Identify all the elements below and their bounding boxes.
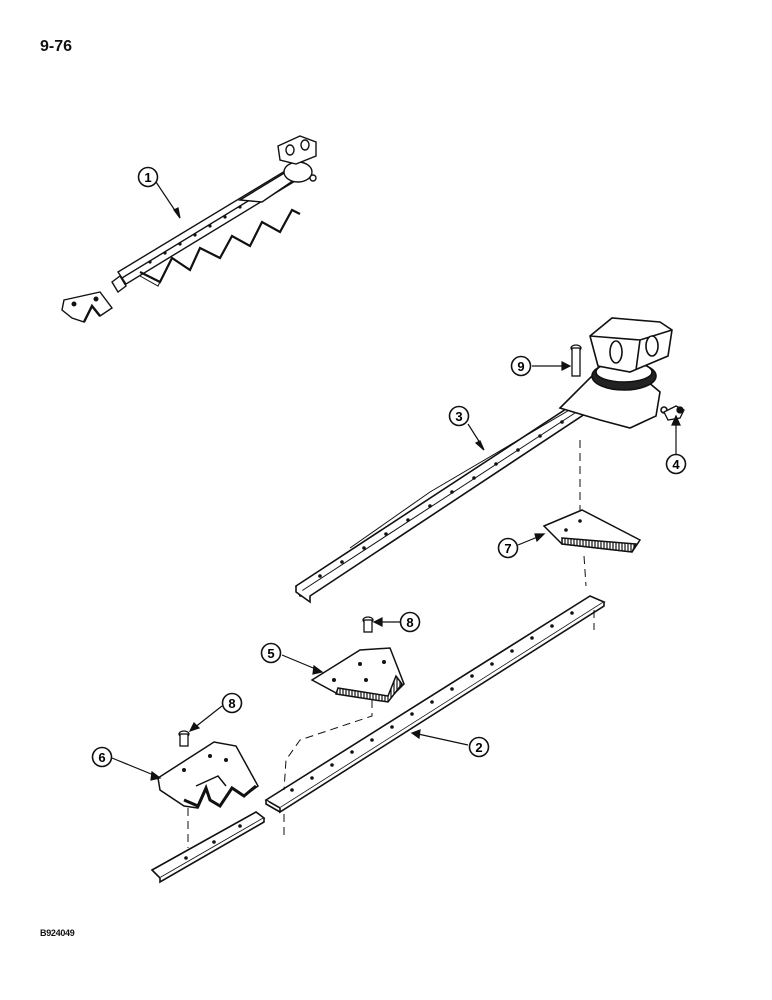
knife-bar-short — [150, 811, 266, 884]
small-knife-section — [61, 291, 114, 323]
callout-5: 5 — [260, 642, 282, 664]
callout-8a: 8 — [399, 611, 421, 633]
alignment-lines — [187, 440, 595, 848]
callout-7: 7 — [497, 537, 519, 559]
callout-leaders — [111, 181, 681, 781]
figure-code: B924049 — [40, 928, 75, 938]
callout-3: 3 — [448, 405, 470, 427]
page-number: 9-76 — [40, 38, 73, 55]
svg-text:7: 7 — [504, 541, 511, 556]
knife-assembly-small — [111, 135, 317, 294]
knife-section-6 — [157, 741, 259, 809]
knife-back-bar-2 — [264, 595, 606, 814]
svg-text:9: 9 — [517, 359, 524, 374]
callout-8b: 8 — [221, 692, 243, 714]
svg-text:8: 8 — [406, 615, 413, 630]
svg-text:1: 1 — [144, 170, 151, 185]
svg-text:2: 2 — [475, 740, 482, 755]
svg-text:4: 4 — [672, 457, 680, 472]
callout-1: 1 — [137, 166, 159, 188]
svg-text:6: 6 — [98, 750, 105, 765]
knife-section-5 — [310, 647, 405, 703]
callout-9: 9 — [510, 355, 532, 377]
bolt-8-lower — [178, 730, 190, 747]
grease-fitting-4 — [663, 405, 685, 421]
svg-text:8: 8 — [228, 696, 235, 711]
svg-text:3: 3 — [455, 409, 462, 424]
knife-section-7 — [542, 509, 642, 553]
callout-6: 6 — [91, 746, 113, 768]
knife-back-large — [295, 317, 673, 604]
svg-text:5: 5 — [267, 646, 274, 661]
bolt-9 — [570, 344, 582, 377]
callout-4: 4 — [665, 453, 687, 475]
bolt-8-upper — [362, 616, 374, 633]
callout-2: 2 — [468, 736, 490, 758]
